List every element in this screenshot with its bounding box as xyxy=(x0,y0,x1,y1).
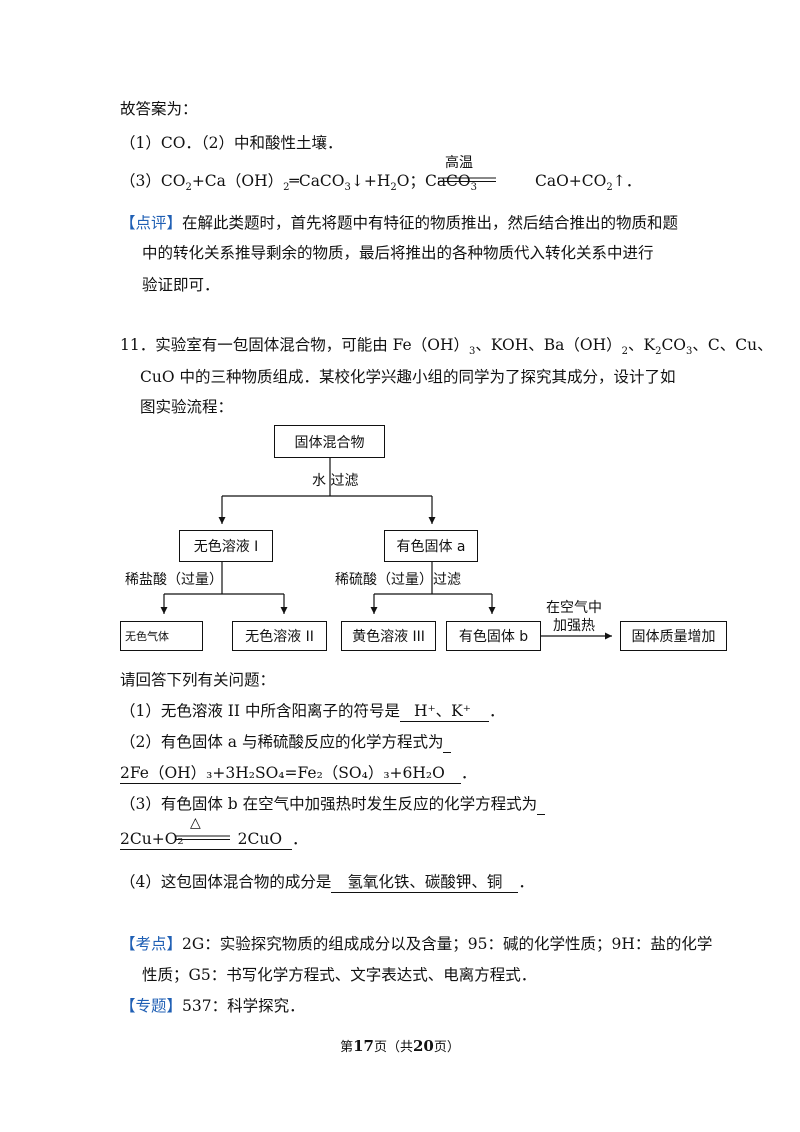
answer-intro: 故答案为： xyxy=(120,100,198,118)
label-strong-heat: 加强热 xyxy=(553,618,595,634)
zhuanti-line: 【专题】537：科学探究． xyxy=(120,997,305,1015)
label-water-filter: 水 过滤 xyxy=(312,473,359,489)
q4-answer: 氢氧化铁、碳酸钾、铜 xyxy=(331,873,519,893)
q11-line-2: CuO 中的三种物质组成．某校化学兴趣小组的同学为了探究其成分，设计了如 xyxy=(140,368,676,386)
question-2-answer: 2Fe（OH）₃+3H₂SO₄=Fe₂（SO₄）₃+6H₂O． xyxy=(120,764,477,784)
kaodian-line-2: 性质；G5：书写化学方程式、文字表达式、电离方程式． xyxy=(142,966,537,984)
review-line-1: 【点评】在解此类题时，首先将题中有特征的物质推出，然后结合推出的物质和题 xyxy=(120,214,679,232)
box-yellow-solution-3: 黄色溶液 III xyxy=(341,621,436,651)
double-arrow-line xyxy=(438,177,496,182)
question-4: （4）这包固体混合物的成分是氢氧化铁、碳酸钾、铜． xyxy=(120,873,534,893)
q11-line-1: 11．实验室有一包固体混合物，可能由 Fe（OH）3、KOH、Ba（OH）2、K… xyxy=(120,336,773,358)
label-dilute-h2so4: 稀硫酸（过量）过滤 xyxy=(335,572,461,588)
page-footer: 第17页（共20页） xyxy=(340,1037,460,1055)
box-mass-increase: 固体质量增加 xyxy=(620,621,727,651)
box-colored-solid-a: 有色固体 a xyxy=(384,530,478,562)
box-colorless-solution-2: 无色溶液 II xyxy=(232,621,327,651)
q1-answer: H⁺、K⁺ xyxy=(399,702,489,722)
kaodian-line-1: 【考点】2G：实验探究物质的组成成分以及含量；95：碱的化学性质；9H：盐的化学 xyxy=(120,935,713,953)
label-in-air: 在空气中 xyxy=(546,600,602,616)
label-dilute-hcl: 稀盐酸（过量） xyxy=(125,572,223,588)
question-2: （2）有色固体 a 与稀硫酸反应的化学方程式为​ xyxy=(120,731,452,753)
review-tag: 【点评】 xyxy=(120,214,183,232)
question-3: （3）有色固体 b 在空气中加强热时发生反应的化学方程式为​ xyxy=(120,793,546,815)
box-colored-solid-b: 有色固体 b xyxy=(446,621,541,651)
kaodian-tag: 【考点】 xyxy=(120,935,183,953)
review-line-3: 验证即可． xyxy=(142,276,220,294)
zhuanti-tag: 【专题】 xyxy=(120,997,183,1015)
q3-double-line xyxy=(176,835,230,840)
box-solid-mixture: 固体混合物 xyxy=(274,425,385,458)
q11-line-3: 图实验流程： xyxy=(140,398,234,416)
high-temp-condition: 高温 xyxy=(445,155,473,171)
page-total: 20 xyxy=(413,1037,434,1055)
questions-intro: 请回答下列有关问题： xyxy=(120,671,276,689)
answer-1: （1）CO．（2）中和酸性土壤． xyxy=(120,134,343,152)
box-colorless-gas: 无色气体 xyxy=(120,621,203,651)
flowchart-lines xyxy=(160,458,612,640)
box-colorless-solution-1: 无色溶液 I xyxy=(179,530,273,562)
review-line-2: 中的转化关系推导剩余的物质，最后将推出的各种物质代入转化关系中进行 xyxy=(142,244,654,262)
heat-condition: △ xyxy=(190,815,201,831)
page-number: 17 xyxy=(353,1037,374,1055)
